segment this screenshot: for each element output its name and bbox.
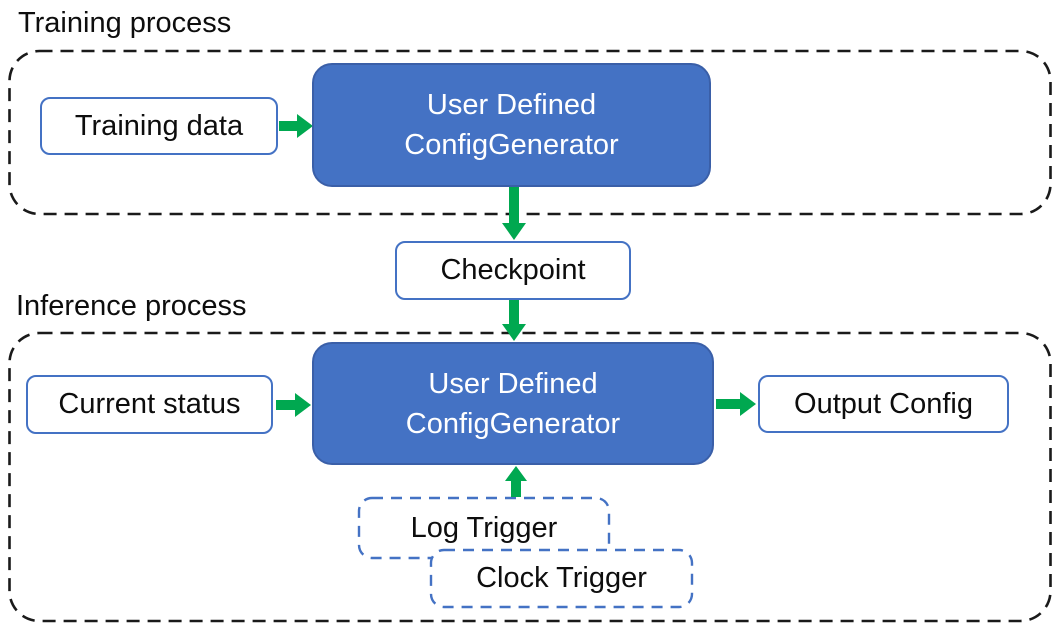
output-config-box: Output Config <box>758 375 1009 433</box>
clock-trigger-label: Clock Trigger <box>476 562 647 594</box>
training-container <box>8 49 1052 216</box>
inference-container <box>8 331 1052 623</box>
clock-trigger-label-wrap: Clock Trigger <box>431 550 692 607</box>
training-generator-line1: User Defined <box>426 89 597 121</box>
arrow-triggers-to-generator <box>505 466 527 497</box>
arrow-current-status-to-generator <box>276 393 311 417</box>
checkpoint-box: Checkpoint <box>395 241 631 300</box>
arrow-generator-to-output-config <box>716 392 756 416</box>
training-generator-box: User Defined ConfigGenerator <box>312 63 711 187</box>
inference-generator-line2: ConfigGenerator <box>405 407 621 440</box>
inference-generator-box: User Defined ConfigGenerator <box>312 342 714 465</box>
log-trigger-label-wrap: Log Trigger <box>359 498 609 558</box>
training-data-label: Training data <box>74 109 244 142</box>
training-process-label: Training process <box>18 7 232 39</box>
current-status-box: Current status <box>26 375 273 434</box>
training-generator-line2: ConfigGenerator <box>404 129 619 161</box>
arrow-training-data-to-generator <box>279 114 313 138</box>
arrow-generator-to-checkpoint <box>502 187 526 240</box>
arrow-checkpoint-to-generator <box>502 300 526 341</box>
output-config-label: Output Config <box>794 387 973 420</box>
training-data-box: Training data <box>40 97 278 155</box>
log-trigger-box <box>357 496 611 560</box>
checkpoint-label: Checkpoint <box>440 254 586 286</box>
log-trigger-label: Log Trigger <box>410 511 558 544</box>
clock-trigger-box <box>429 548 694 609</box>
inference-process-label: Inference process <box>16 290 247 322</box>
current-status-label: Current status <box>58 388 241 420</box>
inference-generator-line1: User Defined <box>428 367 598 400</box>
